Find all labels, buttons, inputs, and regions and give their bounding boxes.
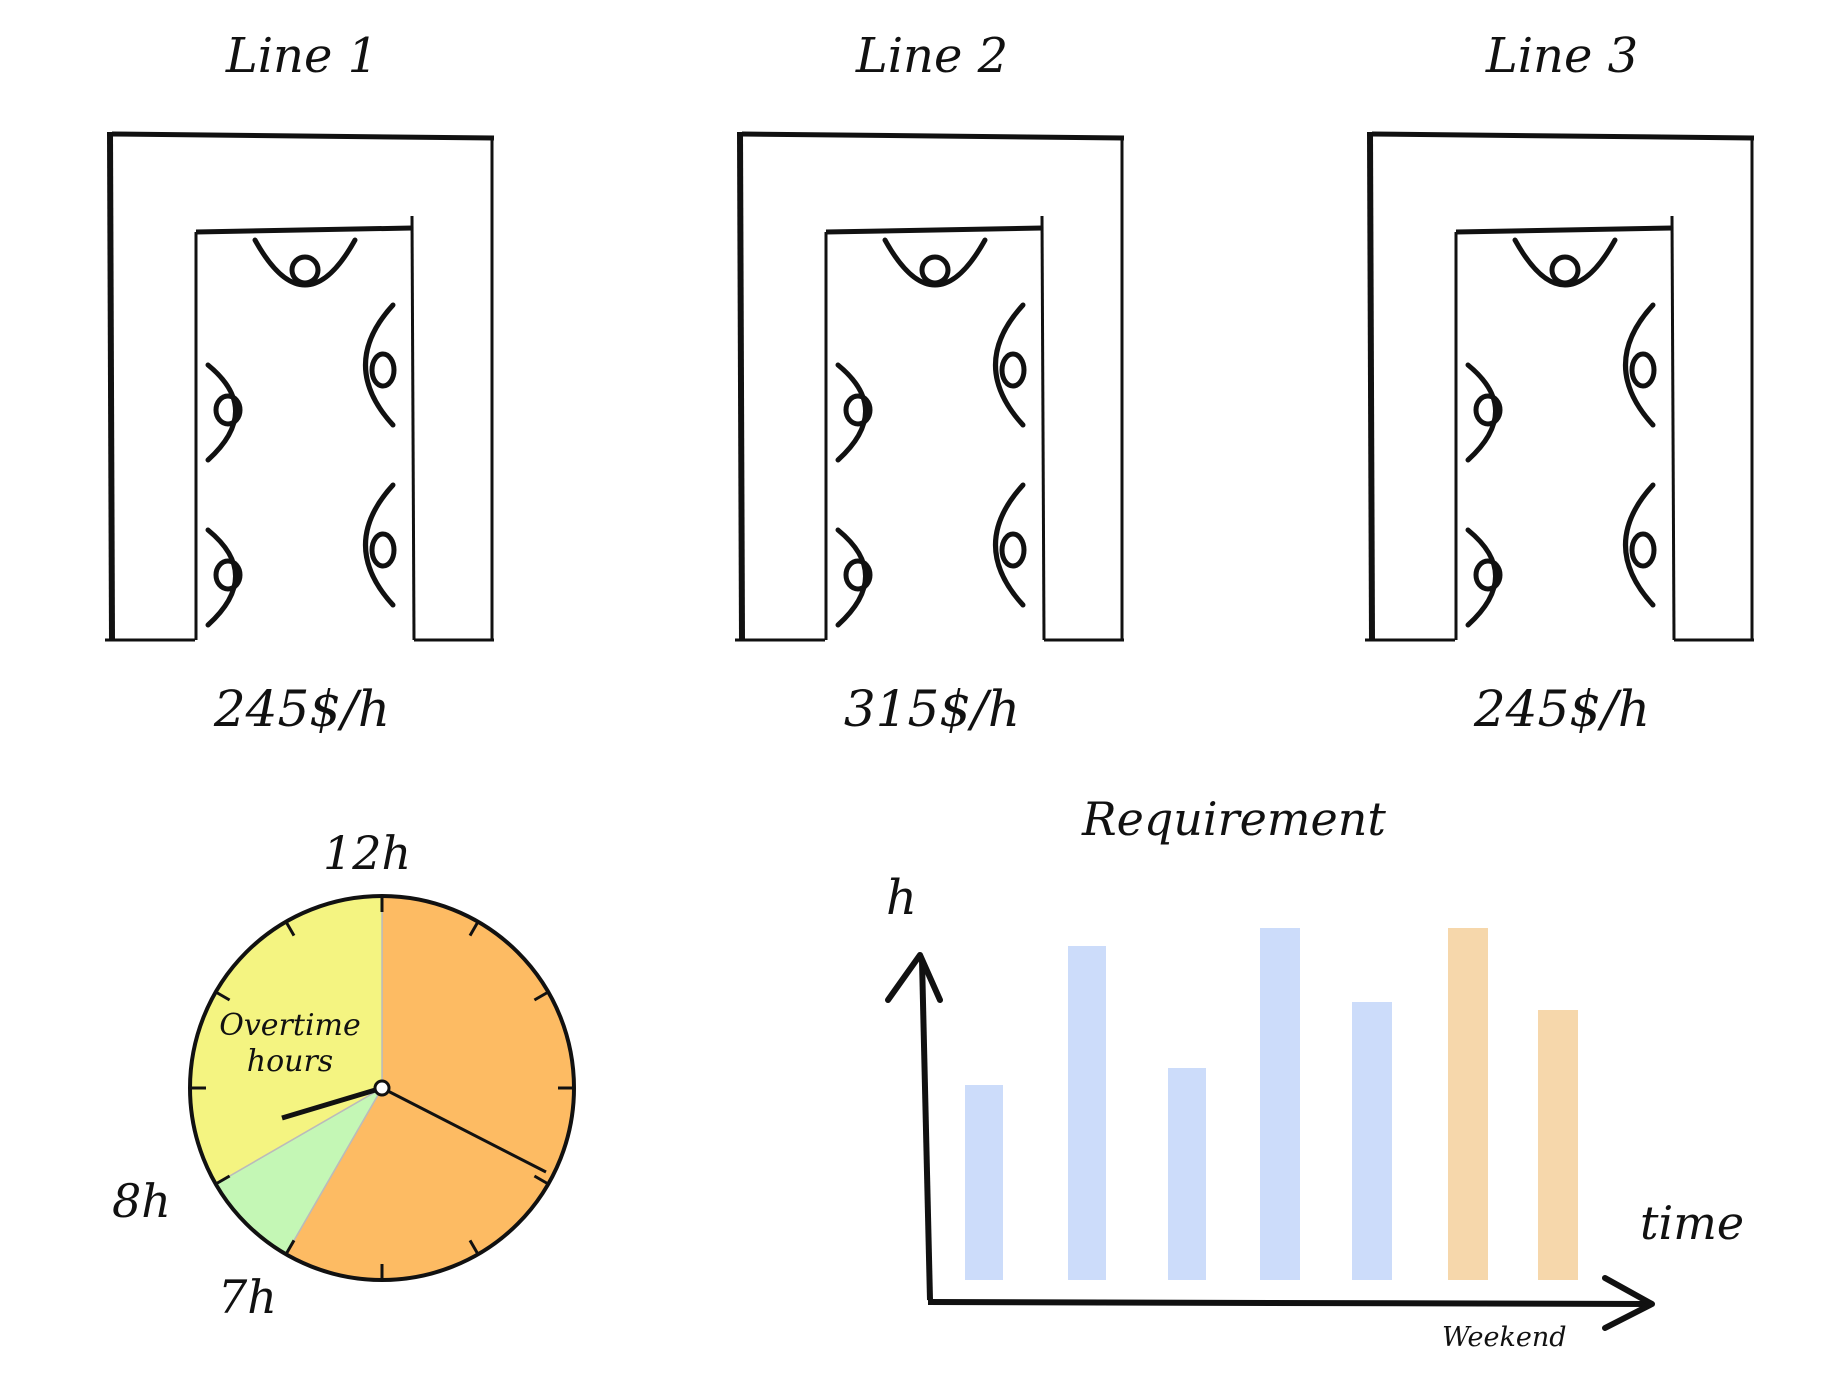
line-1-rate: 245$/h — [213, 680, 391, 738]
clock-hour-hand — [281, 1085, 383, 1121]
clock-tick — [284, 1239, 296, 1256]
worker-icon — [1626, 485, 1655, 605]
weekday-bar — [1260, 928, 1300, 1280]
worker-icon — [208, 365, 240, 460]
y-axis-label: h — [886, 870, 917, 926]
weekday-bar — [1068, 946, 1106, 1280]
clock-tick — [468, 1239, 480, 1256]
worker-icon — [1468, 530, 1500, 625]
y-axis — [919, 959, 933, 1301]
worker-icon — [208, 530, 240, 625]
clock-label-8h: 8h — [112, 1174, 171, 1228]
weekday-bar — [965, 1085, 1003, 1280]
line-1-title: Line 1 — [225, 28, 379, 84]
line-2-title: Line 2 — [855, 28, 1009, 84]
worker-icon — [366, 485, 395, 605]
overtime-label-line1: Overtime — [219, 1008, 361, 1043]
weekend-label: Weekend — [1442, 1322, 1567, 1353]
worker-icon — [1626, 305, 1655, 425]
worker-icon — [838, 530, 870, 625]
line-3-rate: 245$/h — [1473, 680, 1651, 738]
worker-icon — [885, 240, 985, 285]
worker-icon — [838, 365, 870, 460]
weekday-bar — [1168, 1068, 1206, 1280]
clock-tick — [214, 1174, 231, 1186]
clock-label-12h: 12h — [323, 826, 412, 880]
x-axis — [927, 1299, 1649, 1307]
line-3-title: Line 3 — [1485, 28, 1639, 84]
clock-minute-hand — [381, 1086, 547, 1174]
requirement-title: Requirement — [1082, 792, 1386, 846]
clock-tick — [533, 1174, 550, 1186]
clock-tick — [468, 920, 480, 937]
worker-icon — [1515, 240, 1615, 285]
clock-tick — [533, 990, 550, 1002]
clock-icon — [188, 894, 576, 1282]
line-2-rate: 315$/h — [843, 680, 1021, 738]
worker-icon — [366, 305, 395, 425]
line-3-diagram — [1365, 131, 1755, 642]
clock-label-7h: 7h — [218, 1270, 277, 1324]
clock-tick — [214, 990, 231, 1002]
x-axis-label: time — [1640, 1196, 1745, 1250]
worker-icon — [996, 305, 1025, 425]
requirement-chart — [885, 928, 1655, 1331]
worker-icon — [255, 240, 355, 285]
worker-icon — [996, 485, 1025, 605]
clock-tick — [284, 920, 296, 937]
weekend-bar — [1538, 1010, 1578, 1280]
line-2-diagram — [735, 131, 1125, 642]
overtime-label: Overtime hours — [205, 1008, 375, 1080]
weekend-bar — [1448, 928, 1488, 1280]
weekday-bar — [1352, 1002, 1392, 1280]
line-1-diagram — [105, 131, 495, 642]
overtime-label-line2: hours — [246, 1044, 334, 1079]
worker-icon — [1468, 365, 1500, 460]
